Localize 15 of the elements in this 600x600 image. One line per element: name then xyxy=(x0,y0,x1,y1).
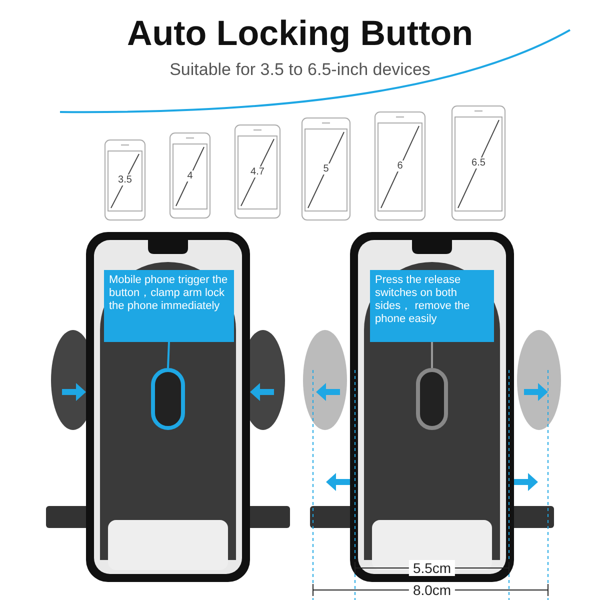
size-number: 5 xyxy=(322,164,330,174)
leader-line xyxy=(431,342,433,368)
dimension-label: 5.5cm xyxy=(408,560,456,576)
release-button xyxy=(416,368,448,430)
leader-line xyxy=(167,342,170,368)
size-number: 4 xyxy=(186,170,194,181)
callout-box: Press the release switches on both sides， remove the phone easily xyxy=(370,270,494,342)
title: Auto Locking Button xyxy=(126,14,474,54)
size-number: 6.5 xyxy=(470,158,486,168)
size-number: 6 xyxy=(396,160,404,172)
callout-box: Mobile phone trigger the button，clamp arm lock the phone immediately xyxy=(104,270,234,342)
size-number: 3.5 xyxy=(117,174,133,186)
subtitle: Suitable for 3.5 to 6.5-inch devices xyxy=(168,60,432,80)
dimension-label: 8.0cm xyxy=(408,582,456,598)
size-number: 4.7 xyxy=(250,166,266,177)
